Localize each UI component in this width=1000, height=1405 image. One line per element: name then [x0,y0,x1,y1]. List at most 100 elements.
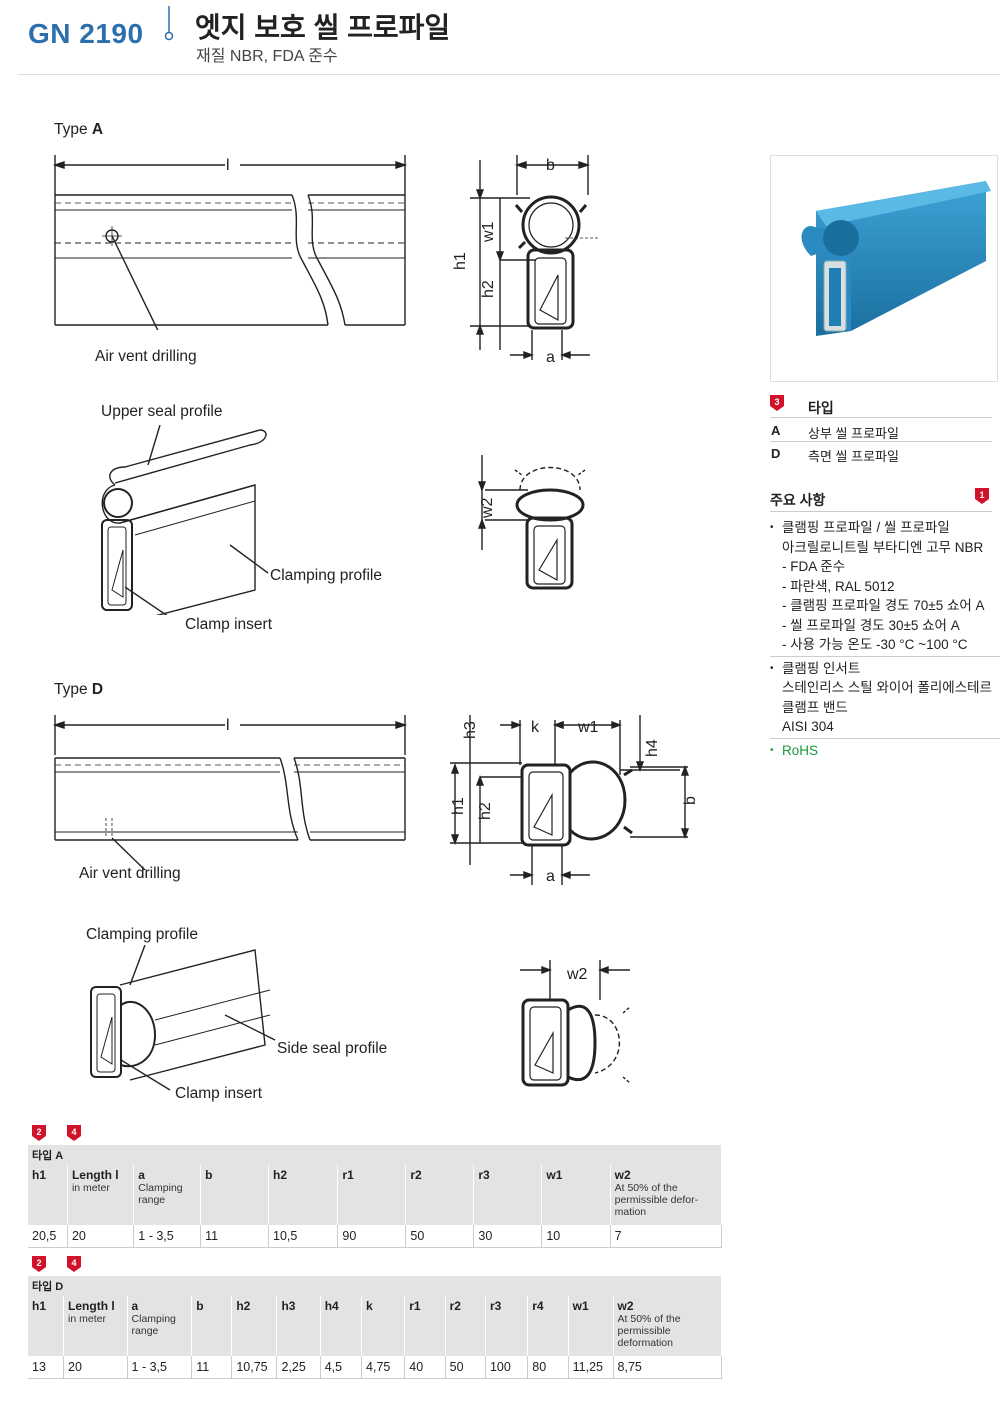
column-header: w1 [568,1296,614,1356]
table-caption: 타입 D [28,1276,722,1296]
table-cell: 10,75 [231,1356,278,1379]
column-header-main: h4 [324,1299,339,1313]
table-cell: 4,5 [320,1356,363,1379]
column-header-sub: in meter [71,1182,110,1194]
column-header-main: w2 [617,1299,634,1313]
table-cell: 20,5 [28,1225,68,1248]
column-header-main: h2 [236,1299,251,1313]
column-header: b [191,1296,233,1356]
table-cell: 20 [63,1356,128,1379]
air-vent-label-d: Air vent drilling [79,865,181,882]
svg-text:2: 2 [36,1258,41,1268]
clamping-profile-label-d: Clamping profile [86,926,198,943]
table-cell: 4,75 [361,1356,406,1379]
table-cell: 40 [404,1356,446,1379]
type-d-isometric-drawing [90,945,276,1091]
note-item: 클램핑 인서트 [770,659,1000,679]
svg-text:3: 3 [774,397,779,407]
note-item: 클램핑 프로파일 / 씰 프로파일 [770,518,1000,538]
column-header-main: r2 [449,1299,461,1313]
side-seal-label: Side seal profile [277,1040,388,1057]
svg-text:k: k [531,719,540,736]
svg-text:h3: h3 [462,721,479,739]
column-header: b [200,1165,270,1225]
column-header: h1 [28,1165,68,1225]
column-header: r3 [473,1165,543,1225]
table-cell: 80 [527,1356,569,1379]
table-d-badge-4-icon: 4 [67,1256,81,1272]
table-caption: 타입 A [28,1145,722,1165]
clamp-insert-label-a: Clamp insert [185,616,272,633]
svg-text:w2: w2 [479,497,496,519]
table-cell: 50 [405,1225,475,1248]
column-header: w1 [541,1165,611,1225]
type-a-code: A [771,423,781,438]
table-cell: 7 [610,1225,723,1248]
column-header-sub: Clamping range [131,1313,176,1337]
svg-text:b: b [546,157,555,174]
column-header-main: k [366,1299,373,1313]
column-header-sub: At 50% of the permissible deformation [617,1313,681,1349]
column-header-main: b [205,1168,213,1182]
divider [770,737,1000,739]
notes-list: 클램핑 프로파일 / 씰 프로파일 아크릴로니트릴 부타디엔 고무 NBR - … [770,518,1000,760]
svg-text:b: b [682,796,699,805]
column-header-main: h1 [32,1299,47,1313]
table-cell: 11 [200,1225,270,1248]
page-title: 엣지 보호 씰 프로파일 [195,12,451,43]
column-header-main: h3 [281,1299,296,1313]
svg-text:w1: w1 [577,719,599,736]
column-header-main: a [138,1168,145,1182]
svg-text:h2: h2 [480,280,497,298]
type-a-side-drawing: l [52,155,408,330]
column-header-main: r2 [410,1168,422,1182]
table-cell: 1 - 3,5 [127,1356,193,1379]
column-header-main: h2 [273,1168,288,1182]
table-cell: 8,75 [613,1356,723,1379]
type-a-cross-section: b a w1 h1 h2 [452,155,600,366]
column-header: r1 [337,1165,407,1225]
header-divider [18,74,1000,75]
table-cell: 10 [541,1225,611,1248]
column-header-main: r1 [409,1299,421,1313]
column-header: h2 [268,1165,339,1225]
column-header: h4 [320,1296,363,1356]
column-header: h1 [28,1296,65,1356]
notes-badge-icon: 1 [975,488,989,504]
notes-heading: 주요 사항 [770,492,826,508]
air-vent-label-a: Air vent drilling [95,348,197,365]
type-d-side-drawing: l [52,715,408,870]
table-cell: 20 [67,1225,135,1248]
table-d-badge-2-icon: 2 [32,1256,46,1272]
column-header-main: r1 [342,1168,354,1182]
svg-text:1: 1 [979,490,984,500]
note-item: - FDA 준수 [782,559,846,574]
column-header-sub: Clamping range [138,1182,183,1206]
column-header-main: h1 [32,1168,47,1182]
column-header: r4 [527,1296,569,1356]
column-header: k [361,1296,406,1356]
column-header-main: w1 [546,1168,563,1182]
column-header-sub: At 50% of the permissible defor- mation [614,1182,699,1218]
type-d-desc: 측면 씰 프로파일 [808,449,899,464]
column-header-main: r4 [532,1299,544,1313]
svg-text:2: 2 [36,1127,41,1137]
table-a-badge-4-icon: 4 [67,1125,81,1141]
type-badge-icon: 3 [770,395,784,411]
type-a-w2-section: w2 [477,455,586,590]
note-item: 스테인리스 스틸 와이어 폴리에스테르 [782,680,992,695]
column-header-main: r3 [478,1168,490,1182]
divider [770,655,1000,657]
svg-text:l: l [226,717,230,734]
type-a-label: Type A [54,121,104,138]
svg-text:a: a [546,868,555,885]
